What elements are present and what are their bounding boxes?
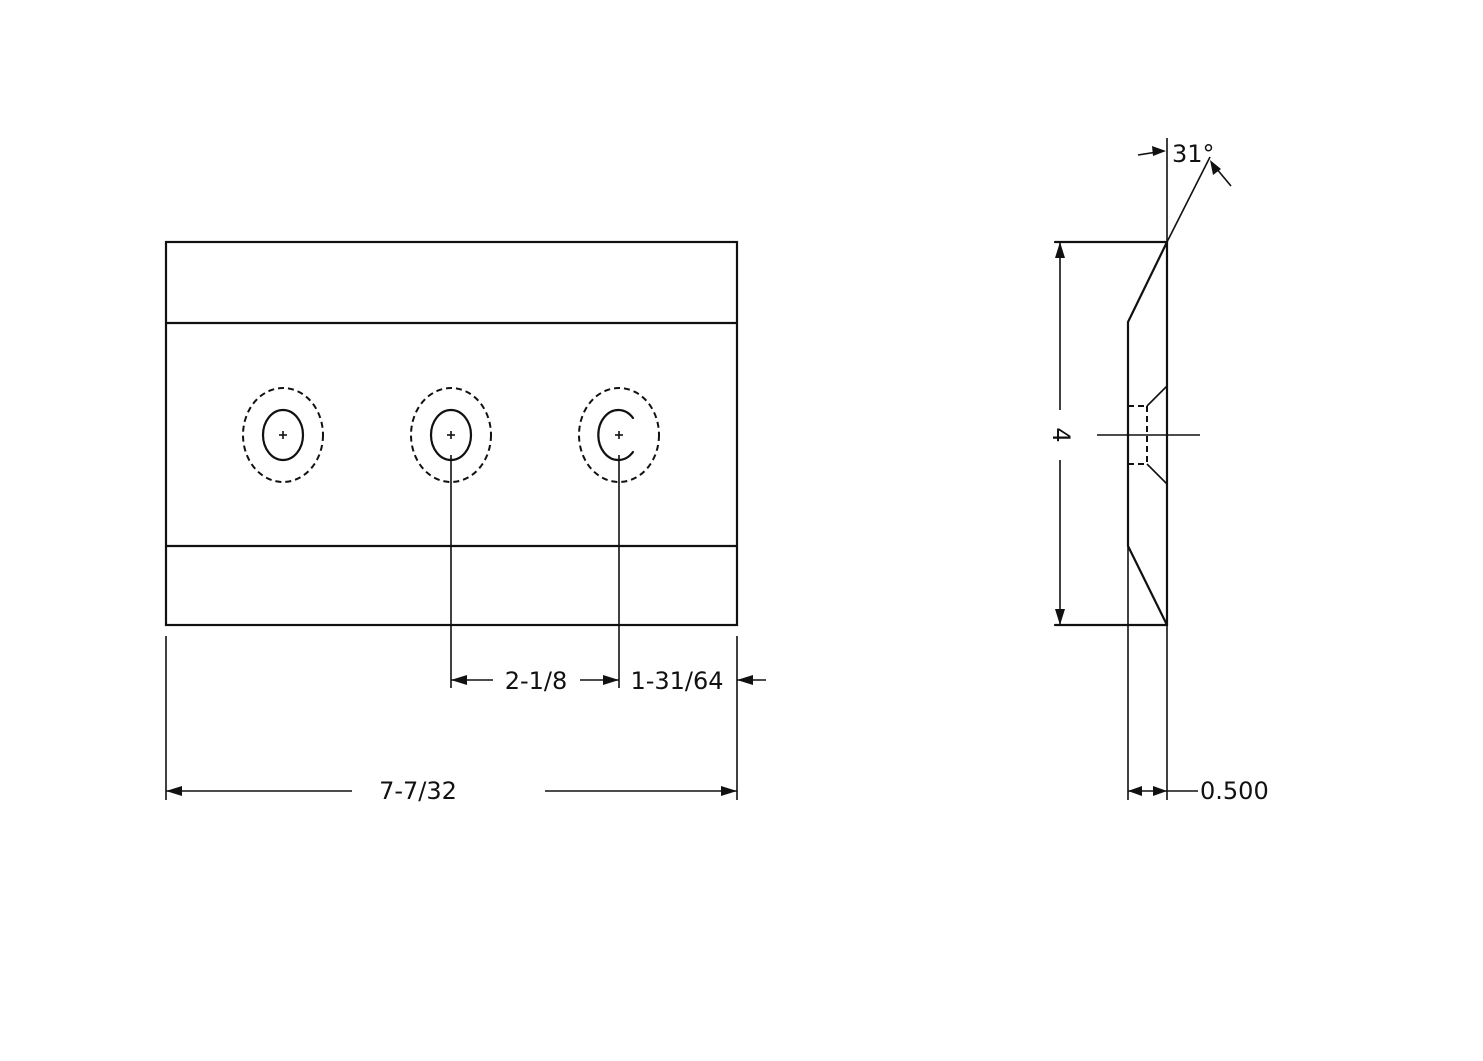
hole-outline <box>261 408 305 462</box>
countersink-outline <box>242 387 324 483</box>
arrowhead <box>1152 146 1166 156</box>
arrowhead <box>1153 786 1167 796</box>
hole-spacing-dimension: 2-1/8 <box>451 667 619 695</box>
arrowhead <box>166 786 182 796</box>
edge-to-hole-label: 1-31/64 <box>630 667 723 695</box>
thickness-label: 0.500 <box>1200 777 1269 805</box>
countersink-outline <box>410 387 492 483</box>
arrowhead <box>1055 242 1065 258</box>
countersink-edge <box>1146 463 1168 485</box>
countersunk-hole-3 <box>578 387 660 483</box>
hole-outline <box>597 408 635 462</box>
arrowhead <box>603 675 619 685</box>
angle-extension-line <box>1166 156 1211 243</box>
bevel-angle-dimension: 31° <box>1137 138 1232 243</box>
overall-width-label: 7-7/32 <box>379 777 457 805</box>
edge-to-hole-dimension: 1-31/64 <box>630 667 766 695</box>
overall-width-dimension: 7-7/32 <box>166 777 737 805</box>
hole-spacing-label: 2-1/8 <box>505 667 568 695</box>
countersunk-hole-1 <box>242 387 324 483</box>
arrowhead <box>1210 160 1221 175</box>
thickness-dimension: 0.500 <box>1127 546 1269 805</box>
blade-profile <box>1126 240 1169 627</box>
front-view: 2-1/8 1-31/64 7-7/32 <box>164 240 766 805</box>
arrowhead <box>1055 609 1065 625</box>
height-dimension: 4 <box>1047 242 1075 625</box>
countersink-outline <box>578 387 660 483</box>
arrowhead <box>721 786 737 796</box>
countersink-section <box>1097 385 1200 485</box>
countersink-edge <box>1146 385 1168 407</box>
side-view: 4 0.500 31° <box>1047 138 1269 805</box>
height-label: 4 <box>1047 427 1075 442</box>
arrowhead <box>451 675 467 685</box>
arrowhead <box>737 675 753 685</box>
bevel-angle-label: 31° <box>1172 140 1215 168</box>
arrowhead <box>1128 786 1142 796</box>
